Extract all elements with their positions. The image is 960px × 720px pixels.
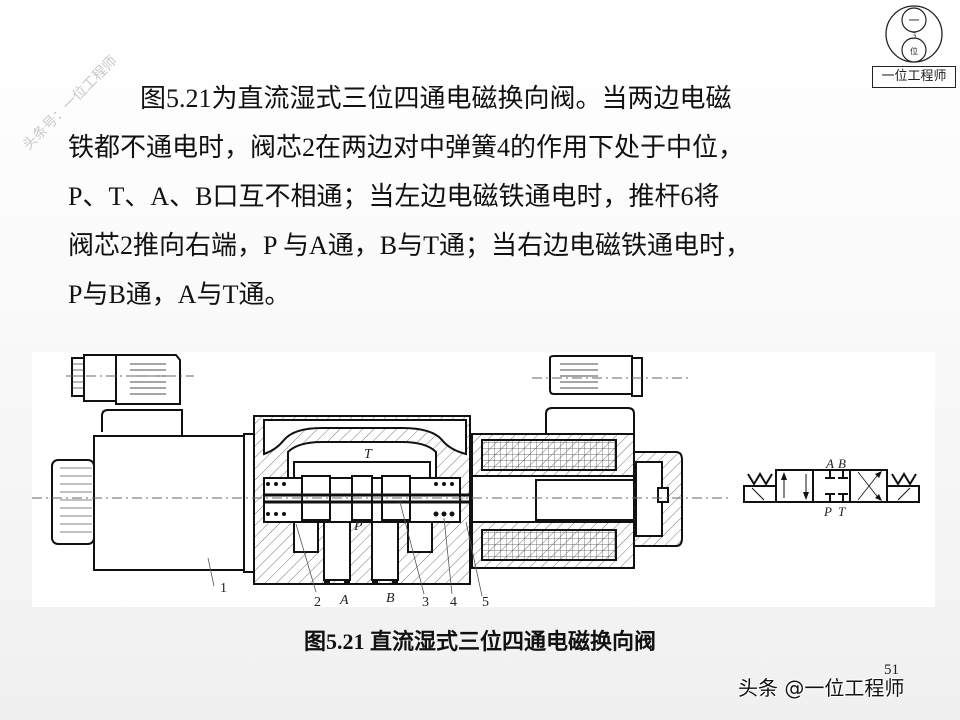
- svg-text:ℨ: ℨ: [912, 31, 917, 40]
- svg-text:位: 位: [910, 46, 918, 56]
- port-label-T: T: [364, 447, 373, 462]
- symbol-port-A: A: [825, 456, 834, 471]
- logo-label: 一位工程师: [872, 66, 956, 88]
- logo-circles-icon: 一 ℨ 位: [885, 5, 943, 63]
- port-label-A: A: [339, 593, 349, 607]
- part-label-3: 3: [422, 595, 429, 607]
- part-label-5: 5: [482, 595, 489, 607]
- valve-diagram: 1 2 A B 3 4 5 T P: [32, 352, 935, 610]
- page-number: 51: [884, 662, 899, 678]
- paragraph-line: P、T、A、B口互不相通；当左边电磁铁通电时，推杆6将: [68, 182, 720, 211]
- part-label-2: 2: [314, 595, 321, 607]
- svg-text:一: 一: [909, 15, 920, 27]
- logo: 一 ℨ 位 一位工程师: [872, 2, 956, 88]
- footer-watermark: 头条 @一位工程师: [738, 676, 905, 700]
- part-label-4: 4: [450, 595, 457, 607]
- body-paragraph: 图5.21为直流湿式三位四通电磁换向阀。当两边电磁 铁都不通电时，阀芯2在两边对…: [68, 74, 898, 319]
- part-label-1: 1: [220, 581, 227, 596]
- symbol-port-T: T: [838, 504, 846, 519]
- symbol-port-B: B: [838, 456, 846, 471]
- symbol-port-P: P: [823, 504, 832, 519]
- paragraph-line: 阀芯2推向右端，P 与A通，B与T通；当右边电磁铁通电时，: [68, 231, 751, 260]
- paragraph-line: P与B通，A与T通。: [68, 280, 291, 309]
- paragraph-line: 铁都不通电时，阀芯2在两边对中弹簧4的作用下处于中位，: [68, 133, 745, 162]
- figure-caption: 图5.21 直流湿式三位四通电磁换向阀: [303, 629, 656, 654]
- valve-symbol: [743, 469, 920, 503]
- solenoid-valve-drawing: 1 2 A B 3 4 5 T P: [32, 354, 920, 610]
- port-label-B: B: [386, 591, 395, 606]
- port-label-P: P: [353, 519, 363, 534]
- paragraph-line: 图5.21为直流湿式三位四通电磁换向阀。当两边电磁: [140, 84, 732, 113]
